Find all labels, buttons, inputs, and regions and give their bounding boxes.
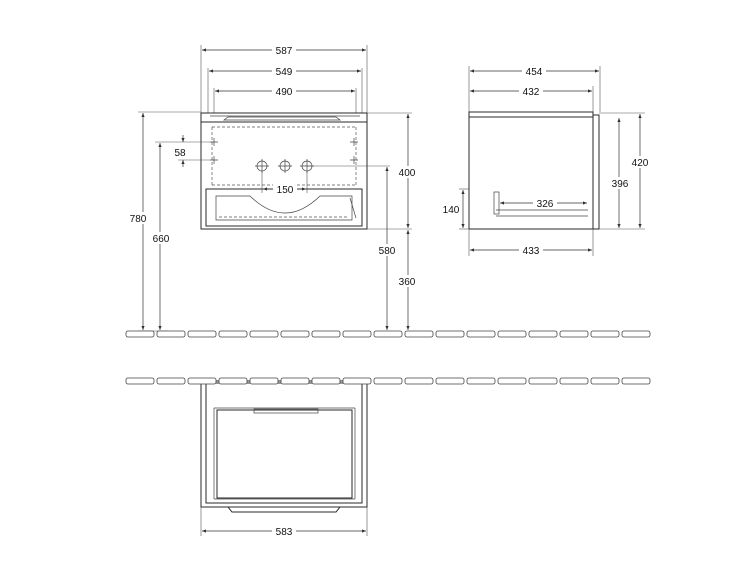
dim-hole-offset: 58: [174, 148, 186, 159]
dim-side-inner-height: 396: [612, 179, 629, 190]
dim-total-height: 780: [130, 214, 147, 225]
dim-front-inner-width: 549: [276, 67, 293, 78]
dim-drawer-depth: 326: [537, 199, 554, 210]
dimension-labels: 587 549 490 780 660 58 150 400 580 360 4…: [127, 44, 652, 538]
dim-floor-gap: 360: [399, 277, 416, 288]
dim-drawer-height: 140: [443, 205, 460, 216]
plan-view: [200, 380, 368, 536]
dim-top-to-floor: 580: [379, 246, 396, 257]
dim-drain-height: 660: [153, 234, 170, 245]
mounting-hole-marks: [210, 138, 358, 164]
floor-line-lower: [125, 377, 651, 385]
tap-holes: [255, 159, 314, 173]
floor-line-upper: [125, 330, 651, 338]
dim-body-height: 400: [399, 168, 416, 179]
dim-side-height: 420: [632, 158, 649, 169]
dim-hole-spacing: 150: [277, 185, 294, 196]
dim-side-bottom-depth: 433: [523, 246, 540, 257]
dim-plan-width: 583: [276, 527, 293, 538]
side-view: [459, 66, 645, 256]
dim-side-top-depth: 432: [523, 87, 540, 98]
dim-front-top-width: 490: [276, 87, 293, 98]
dim-side-depth: 454: [526, 67, 543, 78]
dim-front-width: 587: [276, 46, 293, 57]
